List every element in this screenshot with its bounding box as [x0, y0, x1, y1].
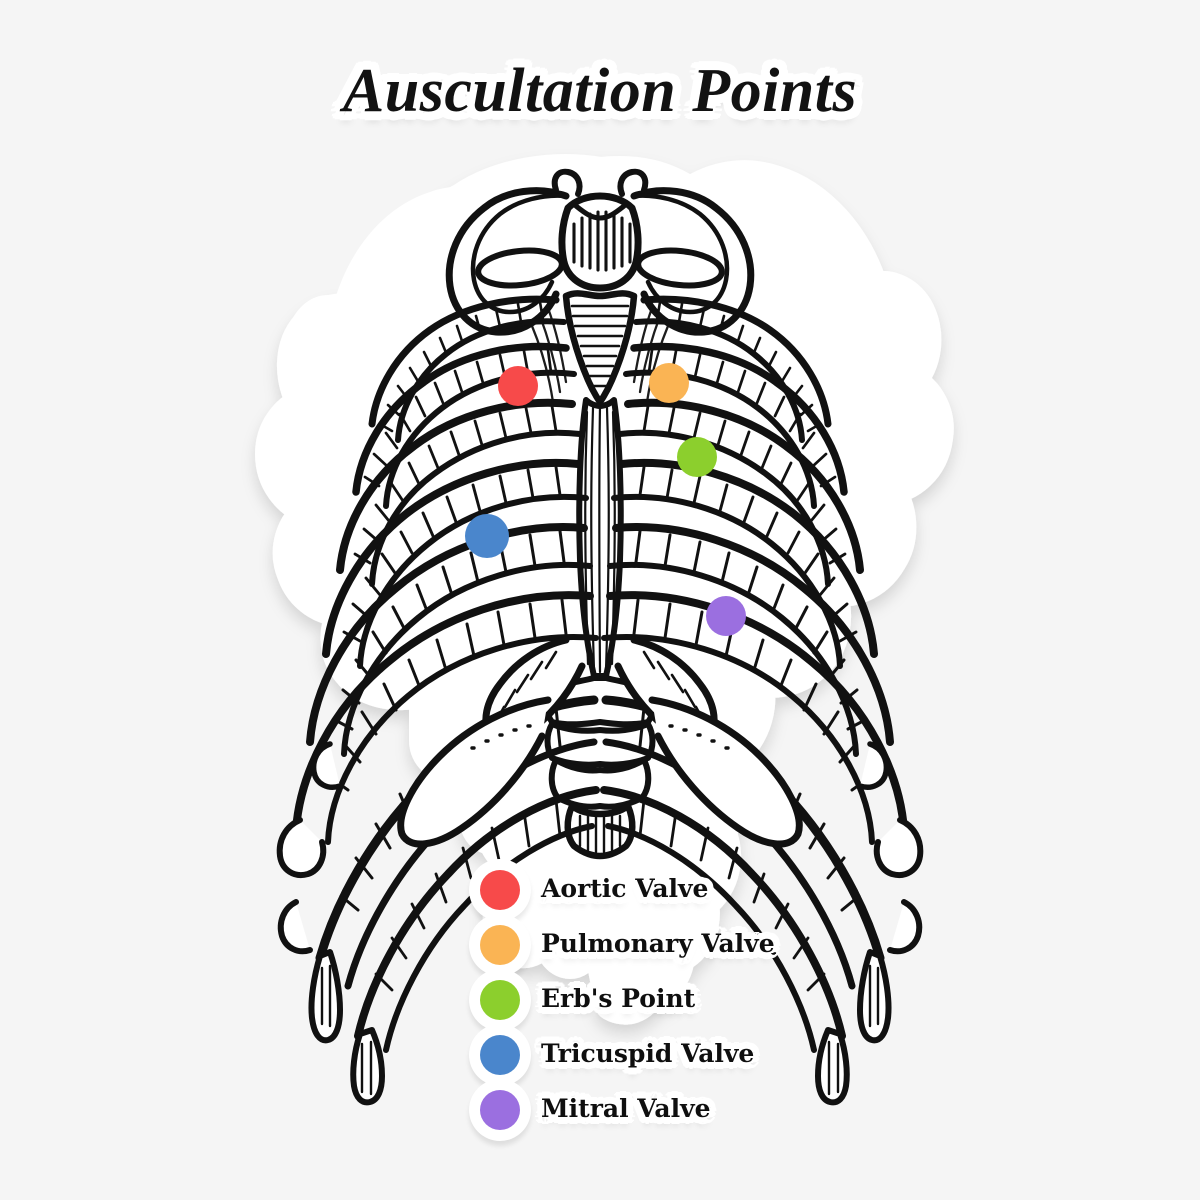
legend-swatch-pod-mitral — [466, 1078, 534, 1141]
legend-item-erbs[interactable]: Erb's Point — [466, 968, 796, 1031]
legend: Aortic Valve Pulmonary Valve Erb's Point… — [466, 858, 796, 1141]
legend-dot-pulmonary — [480, 924, 520, 965]
marker-pulmonary[interactable] — [649, 363, 689, 403]
legend-item-aortic[interactable]: Aortic Valve — [466, 858, 796, 921]
legend-dot-mitral — [480, 1089, 520, 1130]
marker-erbs[interactable] — [677, 437, 717, 477]
legend-item-pulmonary[interactable]: Pulmonary Valve — [466, 913, 796, 976]
marker-aortic[interactable] — [498, 366, 538, 406]
marker-mitral[interactable] — [706, 596, 746, 636]
legend-dot-tricuspid — [480, 1034, 520, 1075]
legend-label-pulmonary: Pulmonary Valve — [541, 928, 775, 958]
legend-swatch-pod-pulmonary — [466, 913, 534, 976]
legend-item-mitral[interactable]: Mitral Valve — [466, 1078, 796, 1141]
legend-item-tricuspid[interactable]: Tricuspid Valve — [466, 1023, 796, 1086]
legend-label-erbs: Erb's Point — [541, 983, 696, 1013]
legend-dot-erbs — [480, 979, 520, 1020]
legend-label-mitral: Mitral Valve — [541, 1093, 711, 1123]
marker-tricuspid[interactable] — [465, 514, 509, 558]
legend-swatch-pod-aortic — [466, 858, 534, 921]
legend-label-aortic: Aortic Valve — [541, 873, 709, 903]
legend-label-tricuspid: Tricuspid Valve — [541, 1038, 755, 1068]
legend-swatch-pod-tricuspid — [466, 1023, 534, 1086]
legend-swatch-pod-erbs — [466, 968, 534, 1031]
legend-dot-aortic — [480, 869, 520, 910]
